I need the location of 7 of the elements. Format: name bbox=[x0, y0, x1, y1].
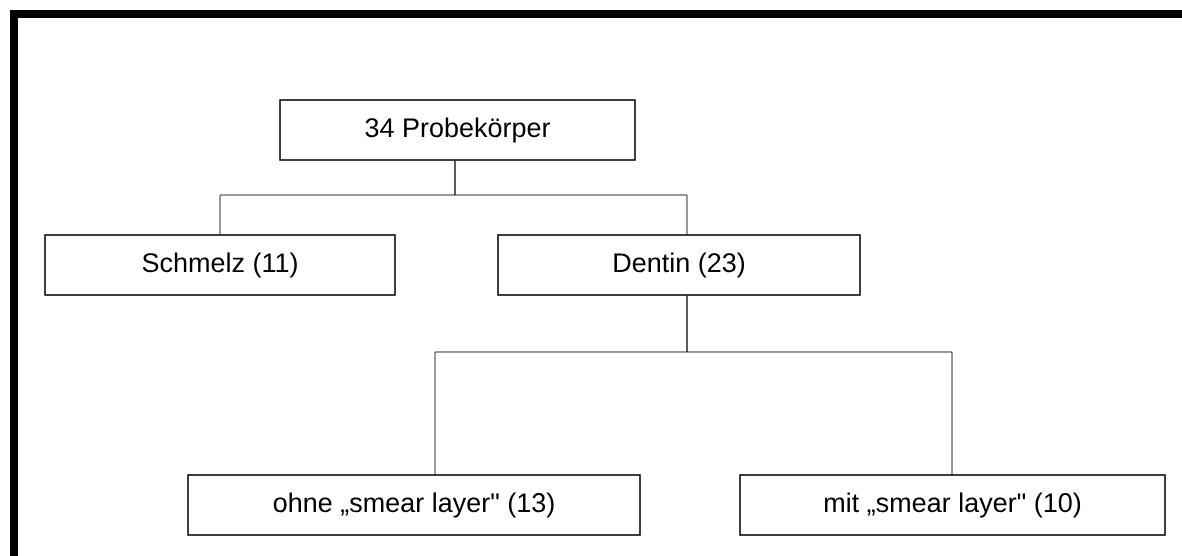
box: Schmelz (11) bbox=[44, 234, 396, 296]
box: mit „smear layer" (10) bbox=[739, 474, 1166, 536]
connector bbox=[686, 295, 953, 476]
box: ohne „smear layer" (13) bbox=[187, 474, 641, 536]
connector bbox=[454, 160, 688, 236]
box: Dentin (23) bbox=[497, 234, 861, 296]
box: 34 Probekörper bbox=[279, 99, 636, 161]
